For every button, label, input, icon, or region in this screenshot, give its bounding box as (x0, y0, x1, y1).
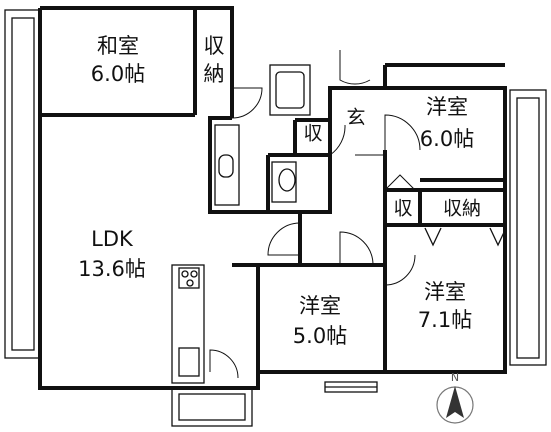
balcony-bottom (171, 387, 253, 427)
windows (324, 381, 378, 393)
yoshitsu-se-name: 洋室 (424, 280, 466, 304)
washbasin (214, 124, 240, 206)
shuno-top-line1: 収 (204, 34, 225, 58)
yoshitsu-ne-name: 洋室 (426, 95, 468, 119)
genkan-name: 玄 (346, 107, 365, 129)
kitchen-counter (171, 264, 205, 384)
ldk-size: 13.6帖 (78, 257, 146, 281)
compass-arrow-icon (446, 386, 464, 418)
compass-label: N (451, 371, 459, 384)
balcony-right (509, 89, 547, 366)
yoshitsu-center-name: 洋室 (299, 294, 341, 318)
yoshitsu-ne-size: 6.0帖 (420, 127, 474, 151)
yoshitsu-se-size: 7.1帖 (418, 308, 472, 332)
shuno-top-line2: 納 (204, 62, 225, 86)
washitsu-size: 6.0帖 (91, 62, 145, 86)
closet-door-marks (424, 227, 507, 247)
shu-small-upper-name: 収 (303, 123, 322, 145)
balcony-left (4, 9, 42, 359)
bathtub (269, 64, 311, 116)
yoshitsu-center-size: 5.0帖 (293, 324, 347, 348)
compass: N (436, 371, 474, 424)
interior-walls (40, 8, 505, 388)
toilet (271, 161, 297, 203)
shu-small-mid-name: 収 (393, 198, 412, 220)
doors (209, 50, 421, 379)
shuno-mid-name: 収納 (443, 198, 481, 220)
outer-walls (38, 6, 507, 390)
washitsu-name: 和室 (97, 34, 139, 58)
ldk-name: LDK (91, 227, 134, 251)
